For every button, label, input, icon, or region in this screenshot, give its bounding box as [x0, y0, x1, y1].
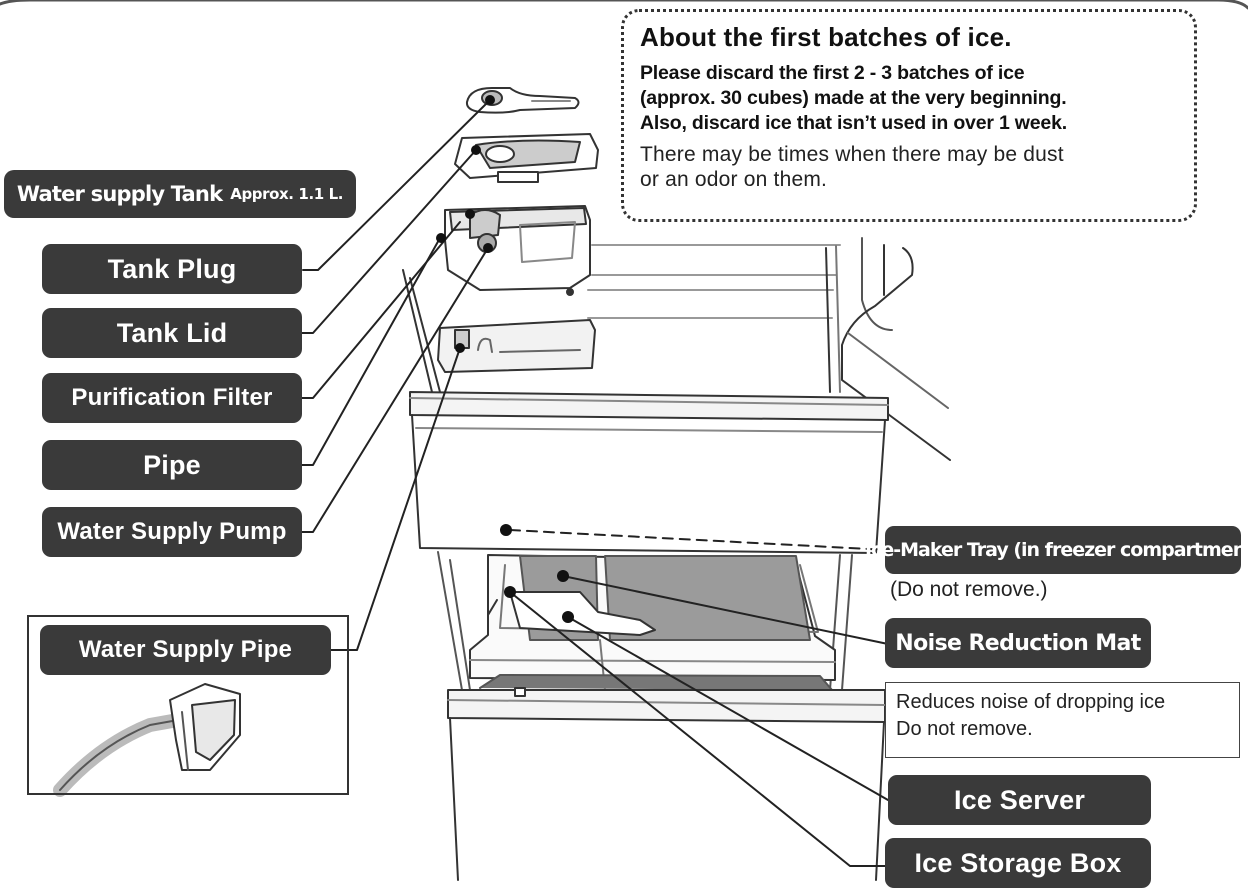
water-supply-pipe-inset: [27, 615, 349, 795]
label-ice-maker-tray: Ice-Maker Tray (in freezer compartment): [865, 526, 1248, 574]
leader-ice-maker-tray: [509, 529, 889, 551]
water-supply-pipe-illustration: [53, 683, 241, 797]
label-ice-server: Ice Server: [888, 775, 1151, 825]
label-water-supply-tank-capacity: Approx. 1.1 L.: [230, 185, 344, 203]
ice-maker-drawer: [409, 391, 889, 691]
tank-lid-illustration: [454, 133, 599, 183]
leader-dots: [436, 95, 574, 623]
noise-note-line: Reduces noise of dropping ice: [896, 691, 1166, 713]
leader-ice-server: [567, 616, 889, 801]
leader-tank-lid: [301, 149, 477, 334]
first-ice-notice: About the first batches of ice. Please d…: [621, 9, 1197, 222]
label-water-supply-pipe: Water Supply Pipe: [40, 625, 331, 675]
label-pipe: Pipe: [42, 440, 302, 490]
leader-noise-mat: [562, 575, 889, 645]
label-tank-plug: Tank Plug: [42, 244, 302, 294]
label-water-supply-tank-text: Water supply Tank: [16, 182, 223, 206]
leader-ice-storage-box: [509, 591, 889, 867]
notice-normal-text: There may be times when there may be dus…: [640, 142, 1180, 192]
notice-normal-line: or an odor on them.: [640, 168, 828, 191]
notice-bold-line: Also, discard ice that isn’t used in ove…: [640, 112, 1067, 134]
notice-bold-text: Please discard the first 2 - 3 batches o…: [640, 61, 1180, 136]
leader-lines: [301, 99, 889, 867]
leader-water-supply-pump: [301, 247, 489, 533]
label-tank-lid: Tank Lid: [42, 308, 302, 358]
lower-drawer: [447, 687, 886, 881]
label-water-supply-tank: Water supply Tank Approx. 1.1 L.: [4, 170, 356, 218]
notice-bold-line: Please discard the first 2 - 3 batches o…: [640, 62, 1025, 84]
fridge-body: [402, 237, 951, 461]
leader-purification-filter: [301, 221, 461, 399]
noise-reduction-note: Reduces noise of dropping ice Do not rem…: [885, 682, 1240, 758]
notice-title: About the first batches of ice.: [640, 22, 1012, 52]
tank-plug-illustration: [465, 87, 580, 114]
leader-tank-plug: [302, 99, 491, 271]
notice-normal-line: There may be times when there may be dus…: [640, 143, 1064, 166]
frame-top-edge: [0, 0, 1248, 10]
leader-water-supply-pipe: [330, 347, 461, 651]
ice-maker-tray-note: (Do not remove.): [890, 578, 1048, 601]
ice-storage-box-illustration: [469, 554, 836, 691]
label-water-supply-pump: Water Supply Pump: [42, 507, 302, 557]
leader-pipe: [301, 237, 441, 466]
label-ice-storage-box: Ice Storage Box: [885, 838, 1151, 888]
noise-note-line: Do not remove.: [896, 718, 1033, 740]
label-noise-reduction-mat: Noise Reduction Mat: [885, 618, 1151, 668]
notice-bold-line: (approx. 30 cubes) made at the very begi…: [640, 87, 1067, 109]
label-purification-filter: Purification Filter: [42, 373, 302, 423]
